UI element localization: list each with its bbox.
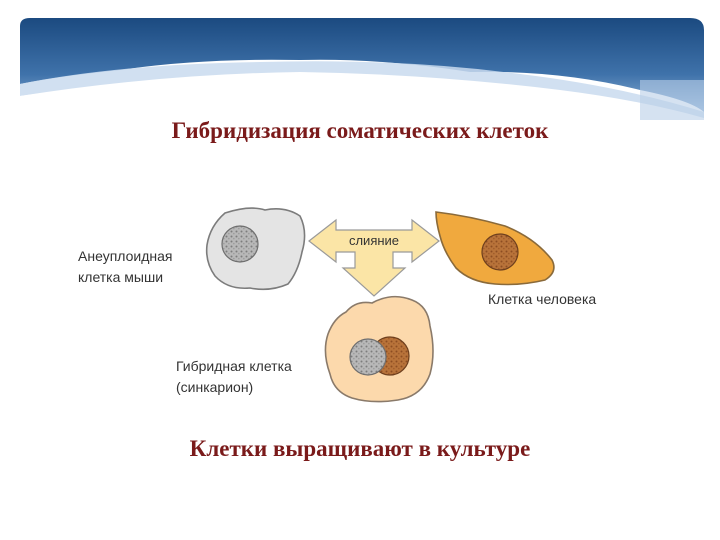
fusion-arrow: слияние bbox=[309, 220, 439, 296]
bottom-caption: Клетки выращивают в культуре bbox=[0, 436, 720, 462]
hybrid-cell bbox=[325, 297, 433, 402]
mouse-cell bbox=[207, 208, 305, 289]
fusion-arrow-shape bbox=[309, 220, 439, 296]
mouse-cell-label-line1: Анеуплоидная bbox=[78, 248, 172, 264]
human-cell-label: Клетка человека bbox=[488, 291, 596, 307]
human-cell bbox=[436, 212, 554, 285]
hybrid-mouse-nucleus bbox=[350, 339, 386, 375]
hybrid-cell-label-line2: (синкарион) bbox=[176, 379, 253, 395]
mouse-cell-label-line2: клетка мыши bbox=[78, 269, 163, 285]
human-cell-nucleus bbox=[482, 234, 518, 270]
fusion-arrow-label: слияние bbox=[349, 233, 399, 248]
mouse-cell-nucleus bbox=[222, 226, 258, 262]
hybrid-cell-label-line1: Гибридная клетка bbox=[176, 358, 292, 374]
